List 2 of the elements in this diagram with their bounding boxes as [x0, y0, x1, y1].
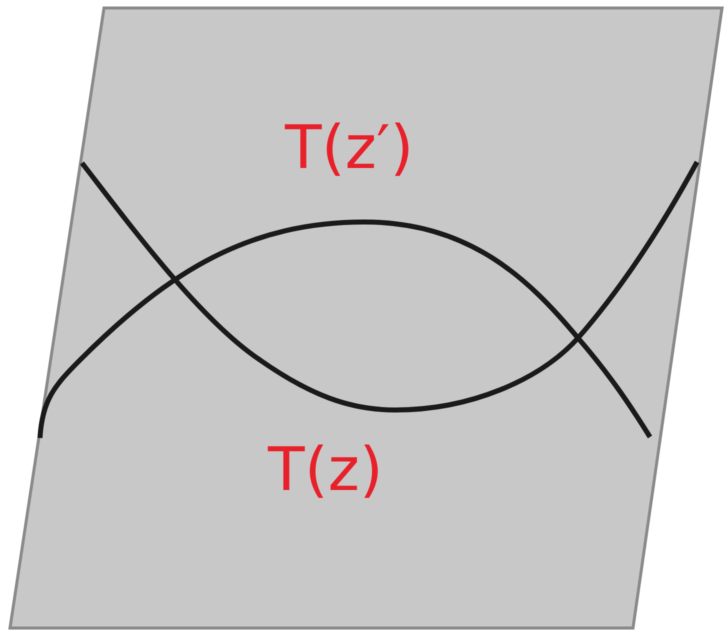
- curve-label: T(z′): [285, 118, 414, 178]
- curve-label: T(z): [268, 440, 383, 500]
